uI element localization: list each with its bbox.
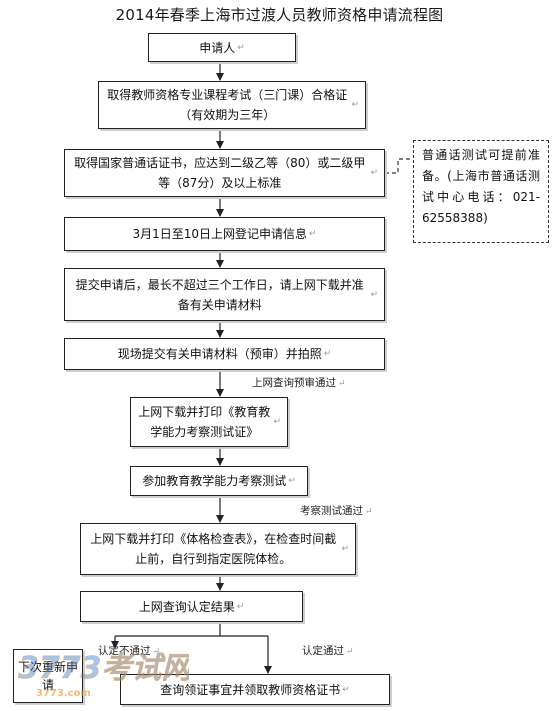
paragraph-mark: ↵ [309,229,317,239]
edge-label-not-passed: 认定不通过↵ [98,643,160,658]
edge-label-not-passed-text: 认定不通过 [98,645,151,657]
paragraph-mark: ↵ [346,647,354,657]
step-print-test-certificate-text: 上网下载并打印《教育教学能力考察测试证》 [138,405,271,439]
step-applicant-text: 申请人 [199,40,236,55]
paragraph-mark: ↵ [236,601,245,612]
edge-label-exam-passed-text: 考察测试通过 [300,505,363,517]
paragraph-mark: ↵ [370,168,378,178]
paragraph-mark: ↵ [351,100,359,110]
edge-label-passed: 认定通过↵ [302,643,354,658]
step-reapply-next-time: 下次重新申请 [13,649,83,703]
edge-label-prequery-passed: 上网查询预审通过↵ [252,375,346,390]
step-submit-application: 提交申请后，最长不超过三个工作日，请上网下载并准备有关申请材料 ↵ [64,268,385,321]
step-print-test-certificate: 上网下载并打印《教育教学能力考察测试证》↵ [130,397,288,447]
step-course-exam-text: 取得教师资格专业课程考试（三门课）合格证（有效期为三年） [107,88,348,122]
paragraph-mark: ↵ [365,507,373,517]
step-collect-certificate-text: 查询领证事宜并领取教师资格证书 [160,682,341,697]
edge-label-prequery-text: 上网查询预审通过 [252,377,336,389]
paragraph-mark: ↵ [338,379,346,389]
paragraph-mark: ↵ [152,647,161,657]
paragraph-mark: ↵ [342,684,350,695]
paragraph-mark: ↵ [288,476,296,486]
step-mandarin-certificate-text: 取得国家普通话证书，应达到二级乙等（80）或二级甲等（87分）及以上标准 [74,156,366,190]
flowchart-title: 2014年春季上海市过渡人员教师资格申请流程图 [115,6,444,24]
step-applicant: 申请人↵ [148,33,296,62]
step-online-registration-text: 3月1日至10日上网登记申请信息 [132,227,307,241]
note-mandarin-test-text: 普通话测试可提前准备。(上海市普通话测试中心电话：021-62558388) [422,148,540,225]
step-collect-certificate: 查询领证事宜并领取教师资格证书↵ [120,674,390,705]
step-online-registration: 3月1日至10日上网登记申请信息↵ [64,217,385,251]
step-physical-exam-text: 上网下载并打印《体格检查表》，在检查时间截止前，自行到指定医院体检。 [90,532,337,566]
paragraph-mark: ↵ [323,349,332,359]
paragraph-mark: ↵ [341,544,349,554]
edge-label-passed-text: 认定通过 [302,645,344,657]
step-onsite-submission: 现场提交有关申请材料（预审）并拍照↵ [64,338,385,370]
paragraph-mark: ↵ [370,289,378,300]
step-course-exam: 取得教师资格专业课程考试（三门课）合格证（有效期为三年）↵ [98,81,366,129]
step-reapply-next-time-text: 下次重新申请 [18,660,79,692]
dashed-connector-to-note [385,158,413,174]
step-mandarin-certificate: 取得国家普通话证书，应达到二级乙等（80）或二级甲等（87分）及以上标准 ↵ [64,149,385,197]
step-onsite-submission-text: 现场提交有关申请材料（预审）并拍照 [117,347,322,361]
step-submit-application-text: 提交申请后，最长不超过三个工作日，请上网下载并准备有关申请材料 [75,277,364,312]
step-query-result: 上网查询认定结果↵ [80,591,303,622]
edge-label-exam-passed: 考察测试通过↵ [300,503,373,518]
note-mandarin-test: 普通话测试可提前准备。(上海市普通话测试中心电话：021-62558388) [413,140,549,243]
step-query-result-text: 上网查询认定结果 [138,599,235,614]
paragraph-mark: ↵ [237,42,245,53]
step-ability-exam: 参加教育教学能力考察测试↵ [130,466,308,496]
step-ability-exam-text: 参加教育教学能力考察测试 [142,474,287,488]
step-physical-exam: 上网下载并打印《体格检查表》，在检查时间截止前，自行到指定医院体检。 ↵ [80,523,356,575]
paragraph-mark: ↵ [273,417,281,427]
